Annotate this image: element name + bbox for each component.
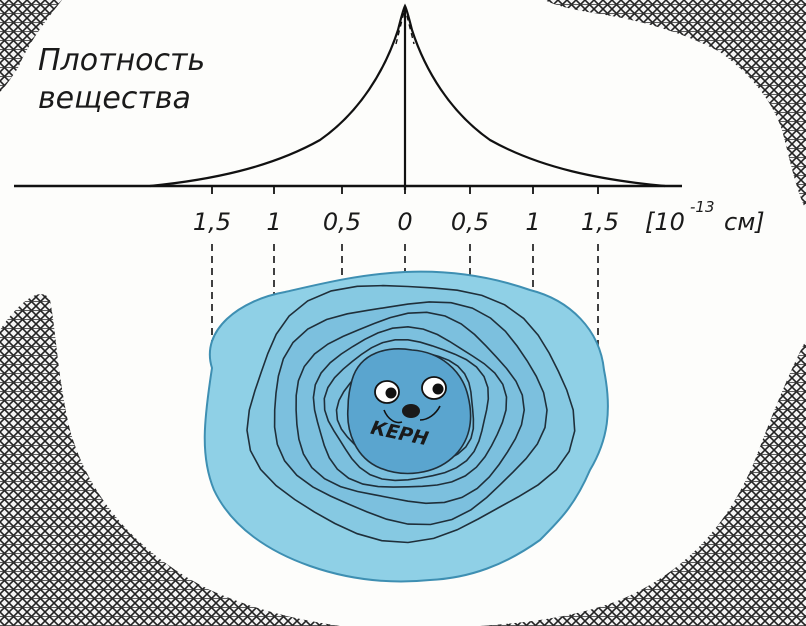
unit-prefix: [10 xyxy=(645,208,685,236)
axis-unit-label: [10 -13 см] xyxy=(645,198,765,236)
density-graph xyxy=(14,3,682,190)
crosshatch-corner-bottom-left-icon xyxy=(0,294,340,626)
tick-label-1-5-left: 1,5 xyxy=(193,208,231,236)
smile-right xyxy=(419,405,441,421)
tick-label-1-5-right: 1,5 xyxy=(581,208,619,236)
contour-ring-4 xyxy=(323,339,490,482)
title-line-2: вещества xyxy=(38,81,191,116)
tick-label-group: 1,5 1 0,5 0 0,5 1 1,5 xyxy=(193,208,619,236)
tick-label-0-5-right: 0,5 xyxy=(451,208,489,236)
unit-exponent: -13 xyxy=(690,198,715,216)
title-line-1: Плотность xyxy=(38,43,205,78)
density-peak-dashed-tip xyxy=(395,7,415,45)
axis-ticks xyxy=(211,186,599,194)
smile-left xyxy=(383,409,403,424)
tick-label-0: 0 xyxy=(397,208,412,236)
tick-label-1-left: 1 xyxy=(266,208,281,236)
nose xyxy=(402,404,420,418)
crosshatch-corner-top-left-icon xyxy=(0,0,62,92)
nucleus-cloud: КЕРН xyxy=(203,270,609,583)
left-pupil xyxy=(385,387,397,399)
density-peak-curve-icon xyxy=(149,3,666,188)
crosshatch-corner-bottom-right-icon xyxy=(480,340,806,626)
right-pupil xyxy=(432,383,444,395)
tick-label-0-5-left: 0,5 xyxy=(323,208,361,236)
unit-suffix: см] xyxy=(724,208,765,236)
crosshatch-corner-top-right-icon xyxy=(545,0,806,210)
projection-lines xyxy=(211,244,599,368)
contour-ring-2 xyxy=(295,311,526,505)
nucleus-face-icon xyxy=(374,376,447,424)
contour-ring-3 xyxy=(312,325,508,488)
tick-label-1-right: 1 xyxy=(525,208,540,236)
